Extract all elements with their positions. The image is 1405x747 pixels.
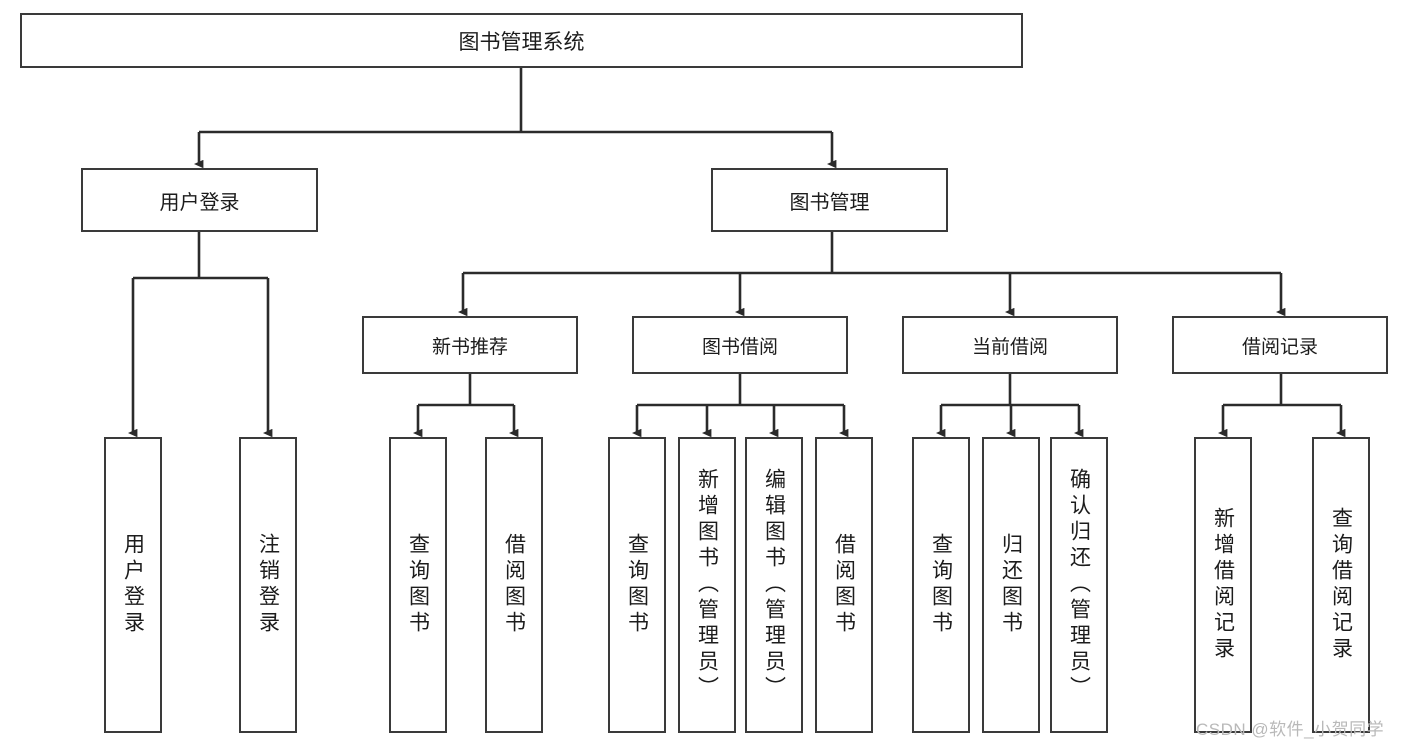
leaf-query-book-new-label: 查询图书: [406, 533, 430, 637]
node-book-manage[interactable]: 图书管理: [711, 168, 948, 232]
leaf-borrow-book-label: 借阅图书: [832, 533, 856, 637]
leaf-query-book-borrow[interactable]: 查询图书: [608, 437, 666, 733]
node-user-login[interactable]: 用户登录: [81, 168, 318, 232]
leaf-add-book-admin[interactable]: 新增图书（管理员）: [678, 437, 736, 733]
node-borrow-record-label: 借阅记录: [1241, 336, 1318, 358]
node-current-borrow[interactable]: 当前借阅: [902, 316, 1118, 374]
node-book-manage-label: 图书管理: [789, 191, 870, 214]
leaf-logout-login[interactable]: 注销登录: [239, 437, 297, 733]
leaf-borrow-book-new[interactable]: 借阅图书: [485, 437, 543, 733]
node-book-borrow[interactable]: 图书借阅: [632, 316, 848, 374]
leaf-query-book-new[interactable]: 查询图书: [389, 437, 447, 733]
node-current-borrow-label: 当前借阅: [971, 336, 1048, 358]
leaf-user-login[interactable]: 用户登录: [104, 437, 162, 733]
leaf-query-borrow-record[interactable]: 查询借阅记录: [1312, 437, 1370, 733]
watermark: CSDN @软件_小贺同学: [1196, 720, 1385, 739]
node-borrow-record[interactable]: 借阅记录: [1172, 316, 1388, 374]
leaf-borrow-book-new-label: 借阅图书: [502, 533, 526, 637]
leaf-add-borrow-record-label: 新增借阅记录: [1211, 507, 1235, 663]
leaf-add-borrow-record[interactable]: 新增借阅记录: [1194, 437, 1252, 733]
leaf-edit-book-admin[interactable]: 编辑图书（管理员）: [745, 437, 803, 733]
leaf-edit-book-admin-label: 编辑图书（管理员）: [762, 468, 786, 702]
node-new-book-recommend-label: 新书推荐: [431, 336, 508, 358]
node-new-book-recommend[interactable]: 新书推荐: [362, 316, 578, 374]
leaf-return-book-label: 归还图书: [999, 533, 1023, 637]
leaf-add-book-admin-label: 新增图书（管理员）: [695, 468, 719, 702]
node-user-login-label: 用户登录: [159, 191, 240, 214]
leaf-return-book[interactable]: 归还图书: [982, 437, 1040, 733]
leaf-logout-login-label: 注销登录: [256, 533, 280, 637]
leaf-query-book-current-label: 查询图书: [929, 533, 953, 637]
leaf-confirm-return-admin-label: 确认归还（管理员）: [1067, 468, 1091, 702]
node-root[interactable]: 图书管理系统: [20, 13, 1023, 68]
leaf-user-login-label: 用户登录: [121, 533, 145, 637]
node-root-label: 图书管理系统: [458, 30, 585, 54]
leaf-query-book-current[interactable]: 查询图书: [912, 437, 970, 733]
leaf-query-borrow-record-label: 查询借阅记录: [1329, 507, 1353, 663]
node-book-borrow-label: 图书借阅: [701, 336, 778, 358]
leaf-confirm-return-admin[interactable]: 确认归还（管理员）: [1050, 437, 1108, 733]
leaf-borrow-book[interactable]: 借阅图书: [815, 437, 873, 733]
leaf-query-book-borrow-label: 查询图书: [625, 533, 649, 637]
